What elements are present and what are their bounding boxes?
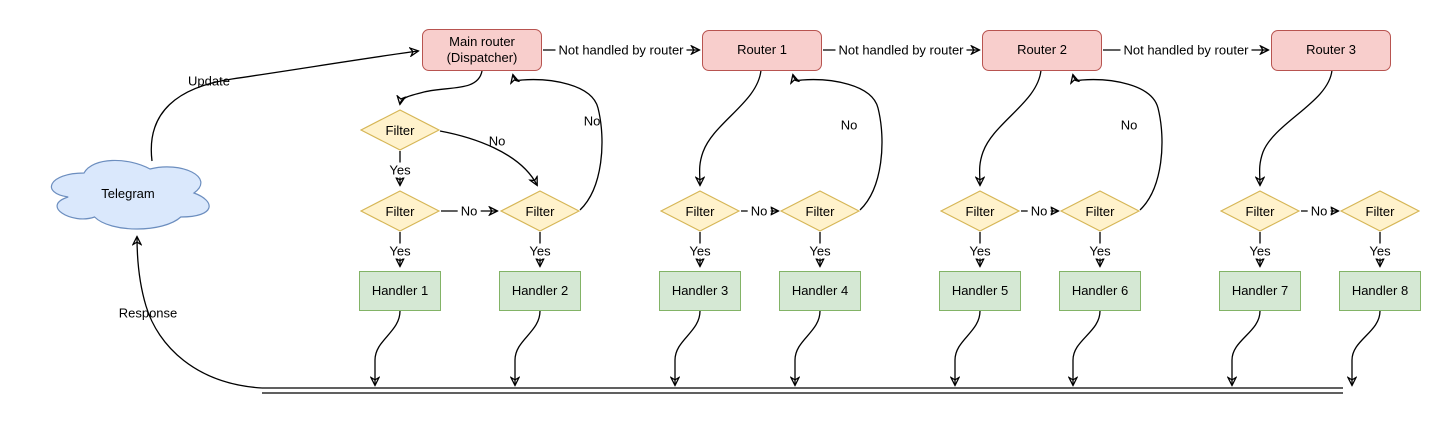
- filter-diamond-5: Filter: [940, 190, 1020, 232]
- handler-7-node: Handler 7: [1219, 271, 1301, 311]
- edge-response: [137, 237, 263, 389]
- edge-router1-down: [700, 69, 762, 185]
- edge-return-router1: [793, 75, 883, 211]
- edge-handler7-bus: [1232, 310, 1261, 385]
- yes-label-3: Yes: [686, 243, 714, 259]
- handler-5-node: Handler 5: [939, 271, 1021, 311]
- handler-1-node: Handler 1: [359, 271, 441, 311]
- no-label-return-router2: No: [1120, 117, 1138, 133]
- yes-label-4: Yes: [806, 243, 834, 259]
- cloud-shape: [50, 159, 210, 230]
- edge-handler1-bus: [375, 310, 401, 385]
- telegram-cloud-node: Telegram: [40, 153, 216, 233]
- update-label: Update: [188, 73, 230, 89]
- edge-handler2-bus: [515, 310, 541, 385]
- dispatcher-node: Main router (Dispatcher): [422, 29, 542, 71]
- router-2-title: Router 2: [1017, 42, 1067, 58]
- yes-label-2: Yes: [526, 243, 554, 259]
- yes-label-6: Yes: [1086, 243, 1114, 259]
- handler-4-node: Handler 4: [779, 271, 861, 311]
- filter-diamond-1: Filter: [360, 190, 440, 232]
- filter-diamond-dispatcher-top: Filter: [360, 109, 440, 151]
- telegram-label: Telegram: [101, 185, 155, 201]
- edge-router3-down: [1260, 69, 1333, 185]
- dispatcher-subtitle: (Dispatcher): [446, 50, 518, 65]
- not-handled-label-2: Not handled by router: [835, 42, 967, 58]
- edge-dispatcher-to-filter: [400, 70, 483, 104]
- router-1-title: Router 1: [737, 42, 787, 58]
- handler-3-node: Handler 3: [659, 271, 741, 311]
- router-3-node: Router 3: [1271, 30, 1391, 71]
- no-label-horizontal-router2: No: [1027, 203, 1051, 219]
- filter-diamond-2: Filter: [500, 190, 580, 232]
- edge-router2-down: [980, 69, 1042, 185]
- filter-diamond-8: Filter: [1340, 190, 1420, 232]
- no-label-return-dispatcher: No: [583, 113, 601, 129]
- edge-handler5-bus: [955, 310, 981, 385]
- edge-handler6-bus: [1073, 310, 1101, 385]
- no-label-horizontal-router1: No: [747, 203, 771, 219]
- yes-label-1: Yes: [386, 243, 414, 259]
- edge-handler4-bus: [795, 310, 821, 385]
- edge-return-dispatcher: [513, 75, 603, 211]
- filter-diamond-7: Filter: [1220, 190, 1300, 232]
- router-3-title: Router 3: [1306, 42, 1356, 58]
- yes-label-7: Yes: [1246, 243, 1274, 259]
- no-label-horizontal-dispatcher: No: [457, 203, 481, 219]
- yes-label-top: Yes: [386, 162, 414, 178]
- router-2-node: Router 2: [982, 30, 1102, 71]
- router-1-node: Router 1: [702, 30, 822, 71]
- edge-handler8-bus: [1352, 310, 1381, 385]
- edge-return-router2: [1073, 75, 1163, 211]
- filter-diamond-3: Filter: [660, 190, 740, 232]
- no-label-horizontal-router3: No: [1307, 203, 1331, 219]
- no-label-filter-a: No: [488, 133, 506, 149]
- handler-6-node: Handler 6: [1059, 271, 1141, 311]
- dispatcher-title: Main router: [449, 33, 515, 49]
- not-handled-label-3: Not handled by router: [1120, 42, 1252, 58]
- filter-diamond-4: Filter: [780, 190, 860, 232]
- edge-update: [150, 51, 418, 162]
- filter-diamond-6: Filter: [1060, 190, 1140, 232]
- yes-label-5: Yes: [966, 243, 994, 259]
- no-label-return-router1: No: [840, 117, 858, 133]
- not-handled-label-1: Not handled by router: [555, 42, 687, 58]
- edge-filter-a-no: [439, 130, 537, 185]
- yes-label-8: Yes: [1366, 243, 1394, 259]
- response-label: Response: [118, 305, 178, 321]
- handler-2-node: Handler 2: [499, 271, 581, 311]
- handler-8-node: Handler 8: [1339, 271, 1421, 311]
- edge-handler3-bus: [675, 310, 701, 385]
